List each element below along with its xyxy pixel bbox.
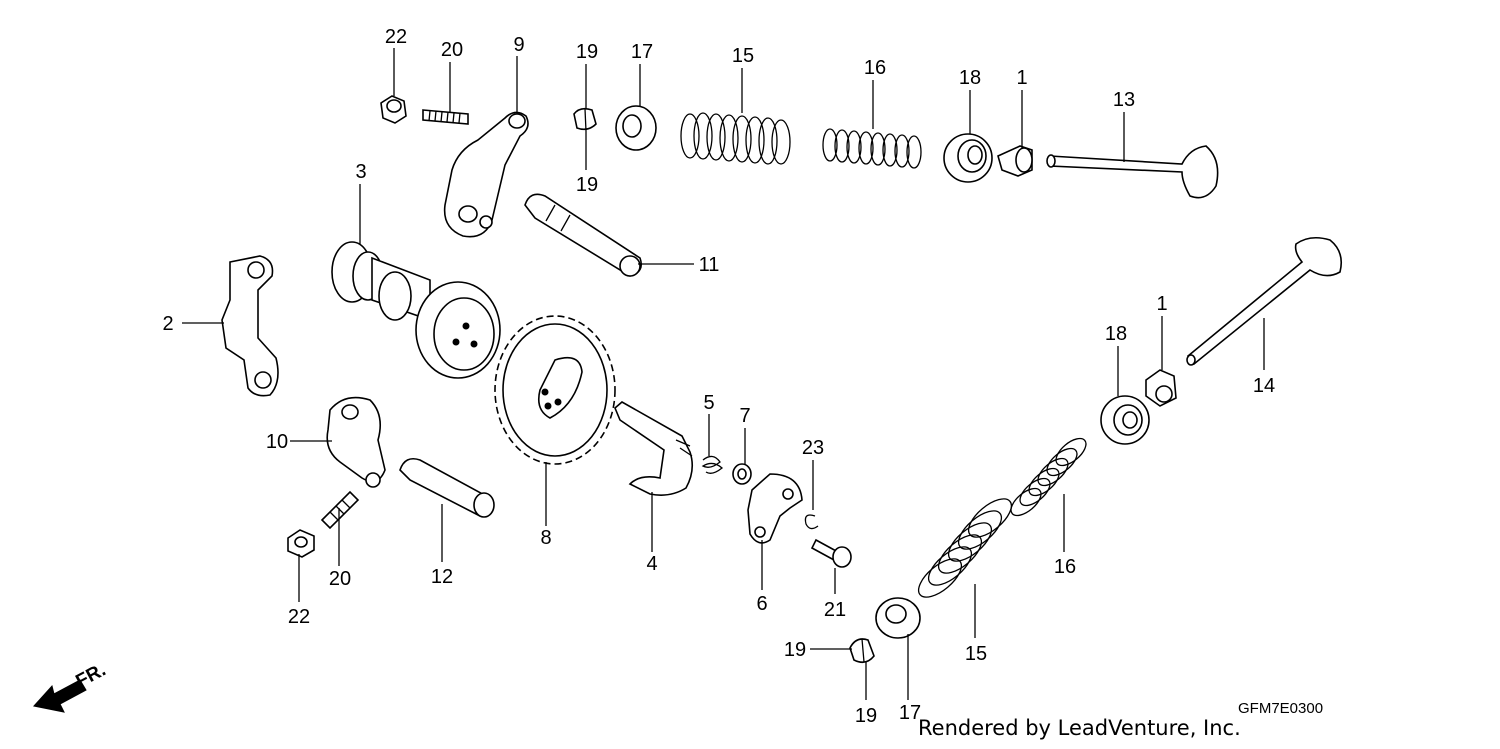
bolt-part[interactable] bbox=[810, 538, 852, 568]
callout-15-top[interactable]: 15 bbox=[732, 45, 754, 67]
callout-19-lower-left[interactable]: 19 bbox=[784, 639, 806, 661]
decompressor-weight-part[interactable] bbox=[614, 401, 694, 496]
callout-8[interactable]: 8 bbox=[540, 527, 551, 549]
spring-retainer-part[interactable] bbox=[615, 105, 657, 151]
valve-stem-seal-part[interactable] bbox=[997, 145, 1033, 177]
exhaust-valve-part[interactable] bbox=[1186, 236, 1343, 366]
callout-14[interactable]: 14 bbox=[1253, 375, 1275, 397]
decompressor-plate-part[interactable] bbox=[747, 473, 803, 544]
inner-valve-spring-part[interactable] bbox=[822, 128, 922, 169]
camshaft-part[interactable] bbox=[331, 241, 501, 379]
spring-retainer-lower-part[interactable] bbox=[875, 597, 921, 639]
callout-18-top[interactable]: 18 bbox=[959, 67, 981, 89]
callout-13[interactable]: 13 bbox=[1113, 89, 1135, 111]
outer-valve-spring-lower-part[interactable] bbox=[912, 492, 1017, 604]
callout-22-lower[interactable]: 22 bbox=[288, 606, 310, 628]
rocker-arm-lower-part[interactable] bbox=[326, 396, 386, 488]
callout-10[interactable]: 10 bbox=[266, 431, 288, 453]
callout-23[interactable]: 23 bbox=[802, 437, 824, 459]
spring-seat-part[interactable] bbox=[943, 133, 993, 183]
callout-22-top[interactable]: 22 bbox=[385, 26, 407, 48]
outer-valve-spring-part[interactable] bbox=[680, 112, 791, 165]
figure-code: GFM7E0300 bbox=[1238, 700, 1323, 717]
valve-cotter-lower-part[interactable] bbox=[849, 638, 875, 664]
callout-21[interactable]: 21 bbox=[824, 599, 846, 621]
callout-15-lower[interactable]: 15 bbox=[965, 643, 987, 665]
washer-part[interactable] bbox=[732, 463, 752, 485]
decomp-spring-part[interactable] bbox=[701, 455, 724, 474]
callout-9[interactable]: 9 bbox=[513, 34, 524, 56]
front-direction-arrow-icon bbox=[33, 679, 87, 713]
stud-part[interactable] bbox=[422, 109, 469, 125]
callout-17-top[interactable]: 17 bbox=[631, 41, 653, 63]
callout-6[interactable]: 6 bbox=[756, 593, 767, 615]
callout-5[interactable]: 5 bbox=[703, 392, 714, 414]
callout-7[interactable]: 7 bbox=[739, 405, 750, 427]
callout-1-lower[interactable]: 1 bbox=[1156, 293, 1167, 315]
rocker-arm-shaft-part[interactable] bbox=[524, 193, 643, 277]
credit-text: Rendered by LeadVenture, Inc. bbox=[918, 716, 1241, 740]
rocker-arm-part[interactable] bbox=[443, 111, 529, 238]
callout-17-lower[interactable]: 17 bbox=[899, 702, 921, 724]
callout-19-top-upper[interactable]: 19 bbox=[576, 41, 598, 63]
circlip-part[interactable] bbox=[804, 514, 819, 530]
callout-20-top[interactable]: 20 bbox=[441, 39, 463, 61]
spring-seat-lower-part[interactable] bbox=[1100, 395, 1150, 445]
callout-19-lower[interactable]: 19 bbox=[855, 705, 877, 727]
callout-4[interactable]: 4 bbox=[646, 553, 657, 575]
callout-16-top[interactable]: 16 bbox=[864, 57, 886, 79]
stud-lower-part[interactable] bbox=[320, 490, 360, 530]
valve-cotter-part[interactable] bbox=[573, 107, 597, 132]
cam-sprocket-part[interactable] bbox=[494, 315, 616, 465]
rocker-shaft-lower-part[interactable] bbox=[399, 457, 495, 518]
nut-lower-part[interactable] bbox=[287, 529, 315, 558]
callout-12[interactable]: 12 bbox=[431, 566, 453, 588]
callout-20-lower[interactable]: 20 bbox=[329, 568, 351, 590]
callout-18-lower[interactable]: 18 bbox=[1105, 323, 1127, 345]
callout-16-lower[interactable]: 16 bbox=[1054, 556, 1076, 578]
leader-lines bbox=[182, 48, 1265, 700]
nut-part[interactable] bbox=[380, 95, 407, 124]
callout-19-top-lower[interactable]: 19 bbox=[576, 174, 598, 196]
intake-valve-part[interactable] bbox=[1046, 145, 1219, 199]
callout-2[interactable]: 2 bbox=[162, 313, 173, 335]
callout-3[interactable]: 3 bbox=[355, 161, 366, 183]
callout-1-top[interactable]: 1 bbox=[1016, 67, 1027, 89]
inner-valve-spring-lower-part[interactable] bbox=[1006, 434, 1090, 521]
callout-11[interactable]: 11 bbox=[699, 254, 720, 276]
valve-stem-seal-lower-part[interactable] bbox=[1145, 369, 1177, 407]
bracket-part[interactable] bbox=[221, 255, 279, 397]
